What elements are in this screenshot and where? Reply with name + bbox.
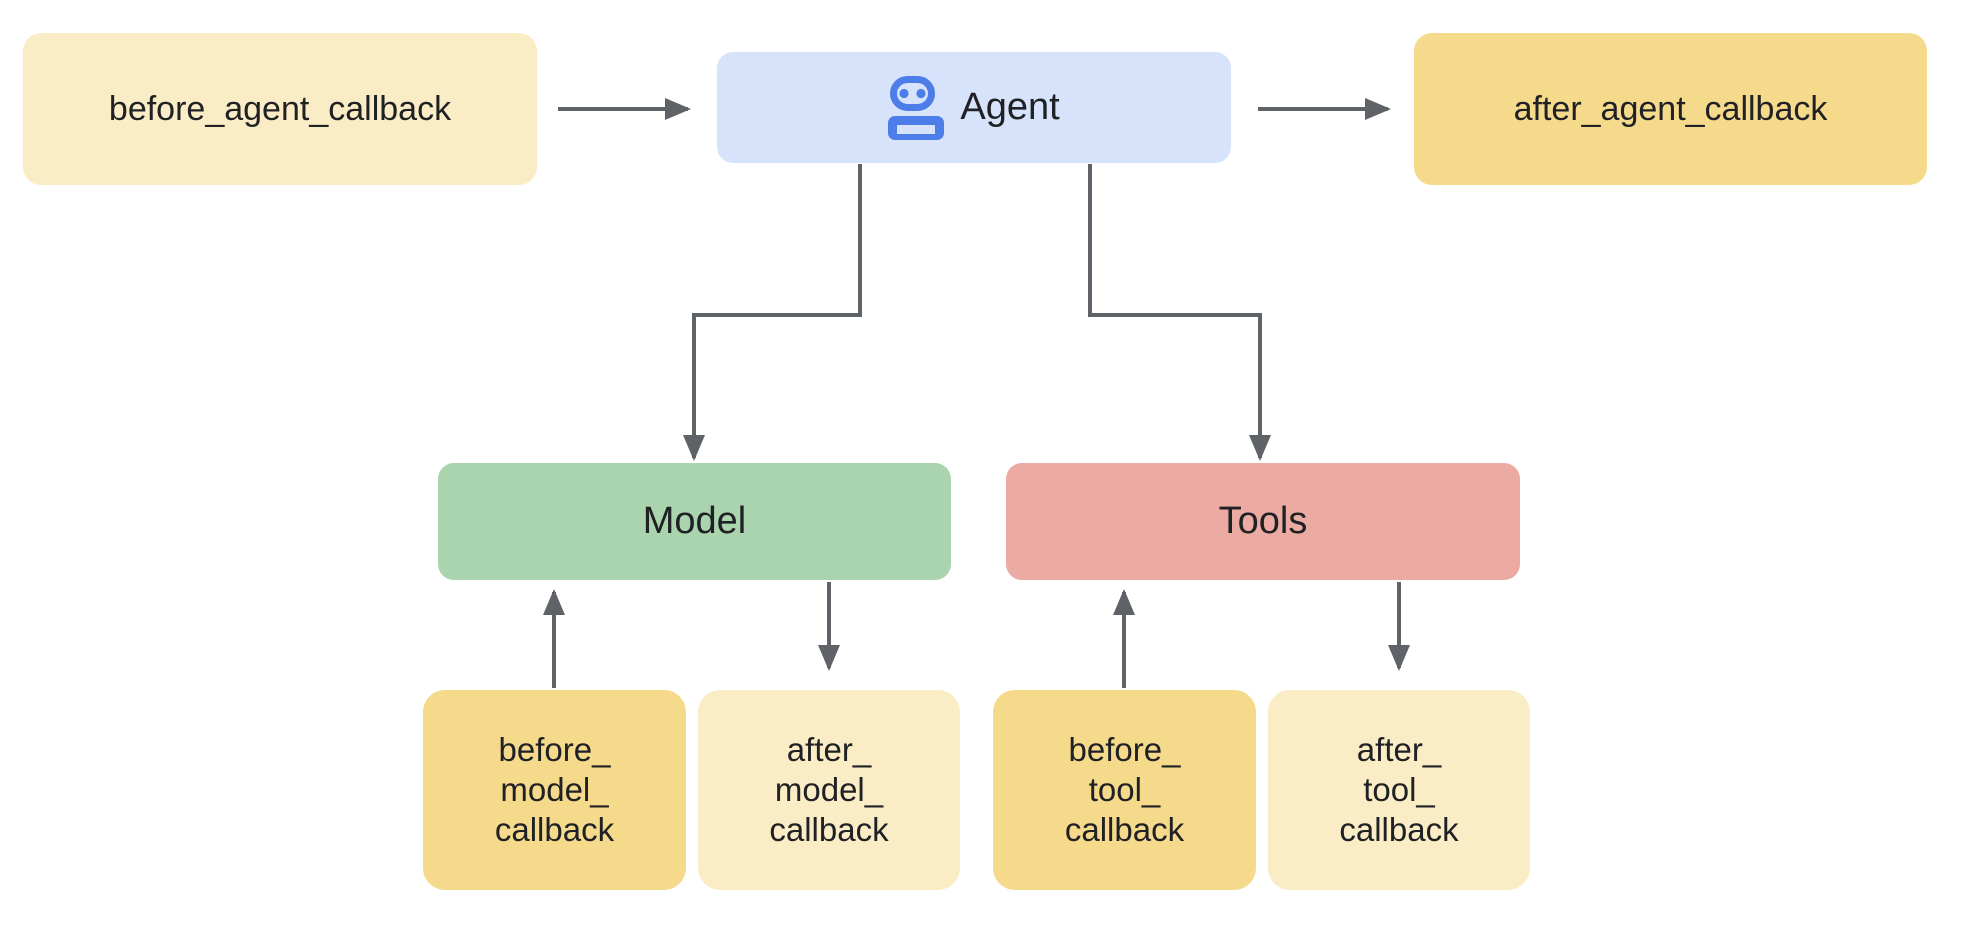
node-label: Model <box>642 499 747 542</box>
node-label: after_ model_ callback <box>769 730 889 849</box>
node-before-agent-callback: before_agent_callback <box>23 33 537 185</box>
node-after-model-callback: after_ model_ callback <box>698 690 960 890</box>
node-model: Model <box>438 463 951 580</box>
node-after-tool-callback: after_ tool_ callback <box>1268 690 1530 890</box>
edge-agent-to-model <box>683 164 862 461</box>
node-label: before_ model_ callback <box>494 730 615 849</box>
node-label: Tools <box>1218 499 1308 542</box>
node-before-model-callback: before_ model_ callback <box>423 690 686 890</box>
node-before-tool-callback: before_ tool_ callback <box>993 690 1256 890</box>
node-label: before_ tool_ callback <box>1064 730 1185 849</box>
node-agent: Agent <box>717 52 1231 163</box>
node-label: before_agent_callback <box>108 89 452 128</box>
node-after-agent-callback: after_agent_callback <box>1414 33 1927 185</box>
edge-agent-to-tools <box>1088 164 1271 461</box>
node-label: after_ tool_ callback <box>1339 730 1459 849</box>
robot-icon <box>888 75 945 140</box>
node-tools: Tools <box>1006 463 1520 580</box>
node-label: Agent <box>960 85 1060 128</box>
node-label: after_agent_callback <box>1513 89 1828 128</box>
